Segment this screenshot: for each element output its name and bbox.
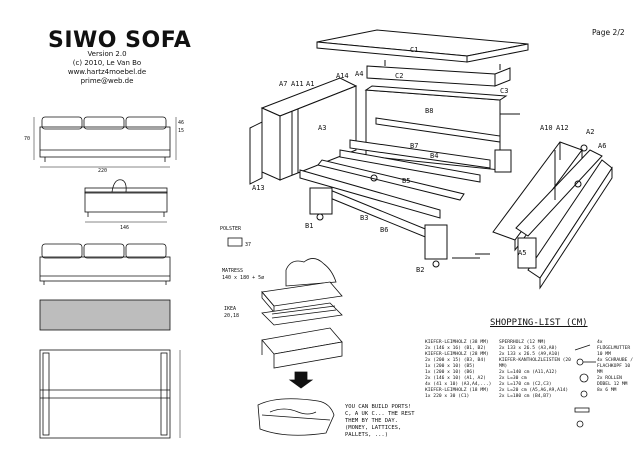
hardware-doodles bbox=[574, 344, 596, 428]
part-label-a10: A10 bbox=[540, 124, 553, 132]
part-label-a6: A6 bbox=[598, 142, 606, 150]
polster-dim-label: 37 bbox=[245, 242, 251, 248]
list-item: 2x (146 x 10) (A1, A2) bbox=[425, 376, 486, 381]
part-labels: C1 C2 C3 A1 A2 A3 A4 A5 A6 A7 A10 A11 A1… bbox=[252, 46, 606, 274]
part-label-b5: B5 bbox=[402, 177, 410, 185]
part-label-a3: A3 bbox=[318, 124, 326, 132]
list-item: KIEFER-LEIMHOLZ (28 MM) bbox=[425, 352, 489, 357]
list-item: 2x L=30 cm bbox=[499, 376, 527, 381]
list-item: KIEFER-LEIMHOLZ (18 MM) bbox=[425, 388, 489, 393]
list-item: 2x (200 x 15) (B3, B4) bbox=[425, 358, 486, 363]
version-label: Version 2.0 bbox=[87, 50, 127, 58]
dim-seat-label: 46 bbox=[178, 120, 184, 126]
shopping-col-plywood: SPERRHOLZ (12 MM) 2x 133 x 26.5 (A3,A8) … bbox=[499, 340, 574, 400]
shopping-col-wood: KIEFER-LEIMHOLZ (38 MM) 2x (146 x 16) (B… bbox=[425, 340, 493, 400]
exploded-assembly bbox=[249, 29, 613, 290]
part-label-c2: C2 bbox=[395, 72, 403, 80]
top-view bbox=[39, 299, 171, 331]
list-item: 2x ROLLEN bbox=[597, 376, 622, 381]
list-item: 2x L=140 cm (A11,A12) bbox=[499, 370, 558, 375]
page-title: SIWO SOFA bbox=[48, 28, 192, 53]
list-item: 2x L=180 cm (B4,B7) bbox=[499, 394, 552, 399]
part-label-b8: B8 bbox=[425, 107, 433, 115]
assembly-note: YOU CAN BUILD PORTS! C, A UK C... THE RE… bbox=[345, 404, 415, 438]
part-label-c3: C3 bbox=[500, 87, 508, 95]
list-item: 1x 220 x 30 (C1) bbox=[425, 394, 470, 399]
part-label-b1: B1 bbox=[305, 222, 313, 230]
matress-dim-label: 140 x 180 + 5ø bbox=[222, 275, 264, 281]
list-item: 2x 133 x 26.5 (A3,A8) bbox=[499, 346, 558, 351]
part-label-a7: A7 bbox=[279, 80, 287, 88]
list-item: KIEFER-LEIMHOLZ (38 MM) bbox=[425, 340, 489, 345]
list-item: 4x (41 x 10) (A3,A4,...) bbox=[425, 382, 492, 387]
ikea-dim-label: 20,18 bbox=[224, 313, 239, 319]
copyright-label: (c) 2010, Le Van Bo bbox=[72, 59, 142, 67]
dim-width-label: 220 bbox=[98, 168, 107, 174]
page-number: Page 2/2 bbox=[592, 28, 625, 37]
list-item: 2x L=20 cm (A5,A6,A9,A14) bbox=[499, 388, 569, 393]
part-label-a12: A12 bbox=[556, 124, 569, 132]
meta-block: Version 2.0 (c) 2010, Le Van Bo www.hart… bbox=[63, 50, 151, 86]
part-label-a2: A2 bbox=[586, 128, 594, 136]
list-item: 2x 133 x 26.5 (A9,A10) bbox=[499, 352, 560, 357]
part-label-b6: B6 bbox=[380, 226, 388, 234]
list-item: DÜBEL 12 MM bbox=[597, 382, 628, 387]
dim-depth-label: 146 bbox=[120, 225, 129, 231]
part-label-a1: A1 bbox=[306, 80, 314, 88]
dim-base-label: 15 bbox=[178, 128, 184, 134]
part-label-a4: A4 bbox=[355, 70, 363, 78]
list-item: 1x (200 x 10) (B5) bbox=[425, 364, 475, 369]
part-label-a11: A11 bbox=[291, 80, 304, 88]
ikea-label: IKEA bbox=[224, 306, 236, 312]
polster-label: POLSTER bbox=[220, 226, 242, 232]
list-item: 8x 6 MM bbox=[597, 388, 617, 393]
matress-label: MATRESS bbox=[222, 268, 243, 274]
shopping-col-hardware: 4x FLÜGELMUTTER 10 MM 4x SCHRAUBE / FLAC… bbox=[597, 340, 637, 394]
plan-view bbox=[39, 349, 181, 439]
list-item: 2x (146 x 16) (B1, B2) bbox=[425, 346, 486, 351]
list-item: 2x L=170 cm (C2,C3) bbox=[499, 382, 552, 387]
part-label-a5: A5 bbox=[518, 249, 526, 257]
layered-assembly bbox=[227, 237, 343, 436]
list-item: SPERRHOLZ (12 MM) bbox=[499, 340, 547, 345]
part-label-c1: C1 bbox=[410, 46, 418, 54]
list-item: 4x SCHRAUBE / FLACHKOPF 10 MM bbox=[597, 358, 633, 375]
list-item: KIEFER-KANTHOLZLEISTEN (20 MM) bbox=[499, 358, 571, 369]
part-label-b3: B3 bbox=[360, 214, 368, 222]
part-label-b7: B7 bbox=[410, 142, 418, 150]
part-label-a13: A13 bbox=[252, 184, 265, 192]
website-link[interactable]: www.hartz4moebel.de bbox=[67, 68, 147, 76]
list-item: 4x FLÜGELMUTTER 10 MM bbox=[597, 340, 631, 357]
dim-height-label: 70 bbox=[24, 136, 30, 142]
front-view bbox=[33, 116, 177, 168]
shopping-list-title: SHOPPING-LIST (CM) bbox=[490, 318, 588, 328]
list-item: 1x (200 x 10) (B6) bbox=[425, 370, 475, 375]
front-view-2 bbox=[39, 243, 171, 285]
part-label-a14: A14 bbox=[336, 72, 349, 80]
side-view bbox=[84, 179, 168, 223]
part-label-b4: B4 bbox=[430, 152, 438, 160]
part-label-b2: B2 bbox=[416, 266, 424, 274]
email-link[interactable]: prime@web.de bbox=[80, 77, 134, 85]
